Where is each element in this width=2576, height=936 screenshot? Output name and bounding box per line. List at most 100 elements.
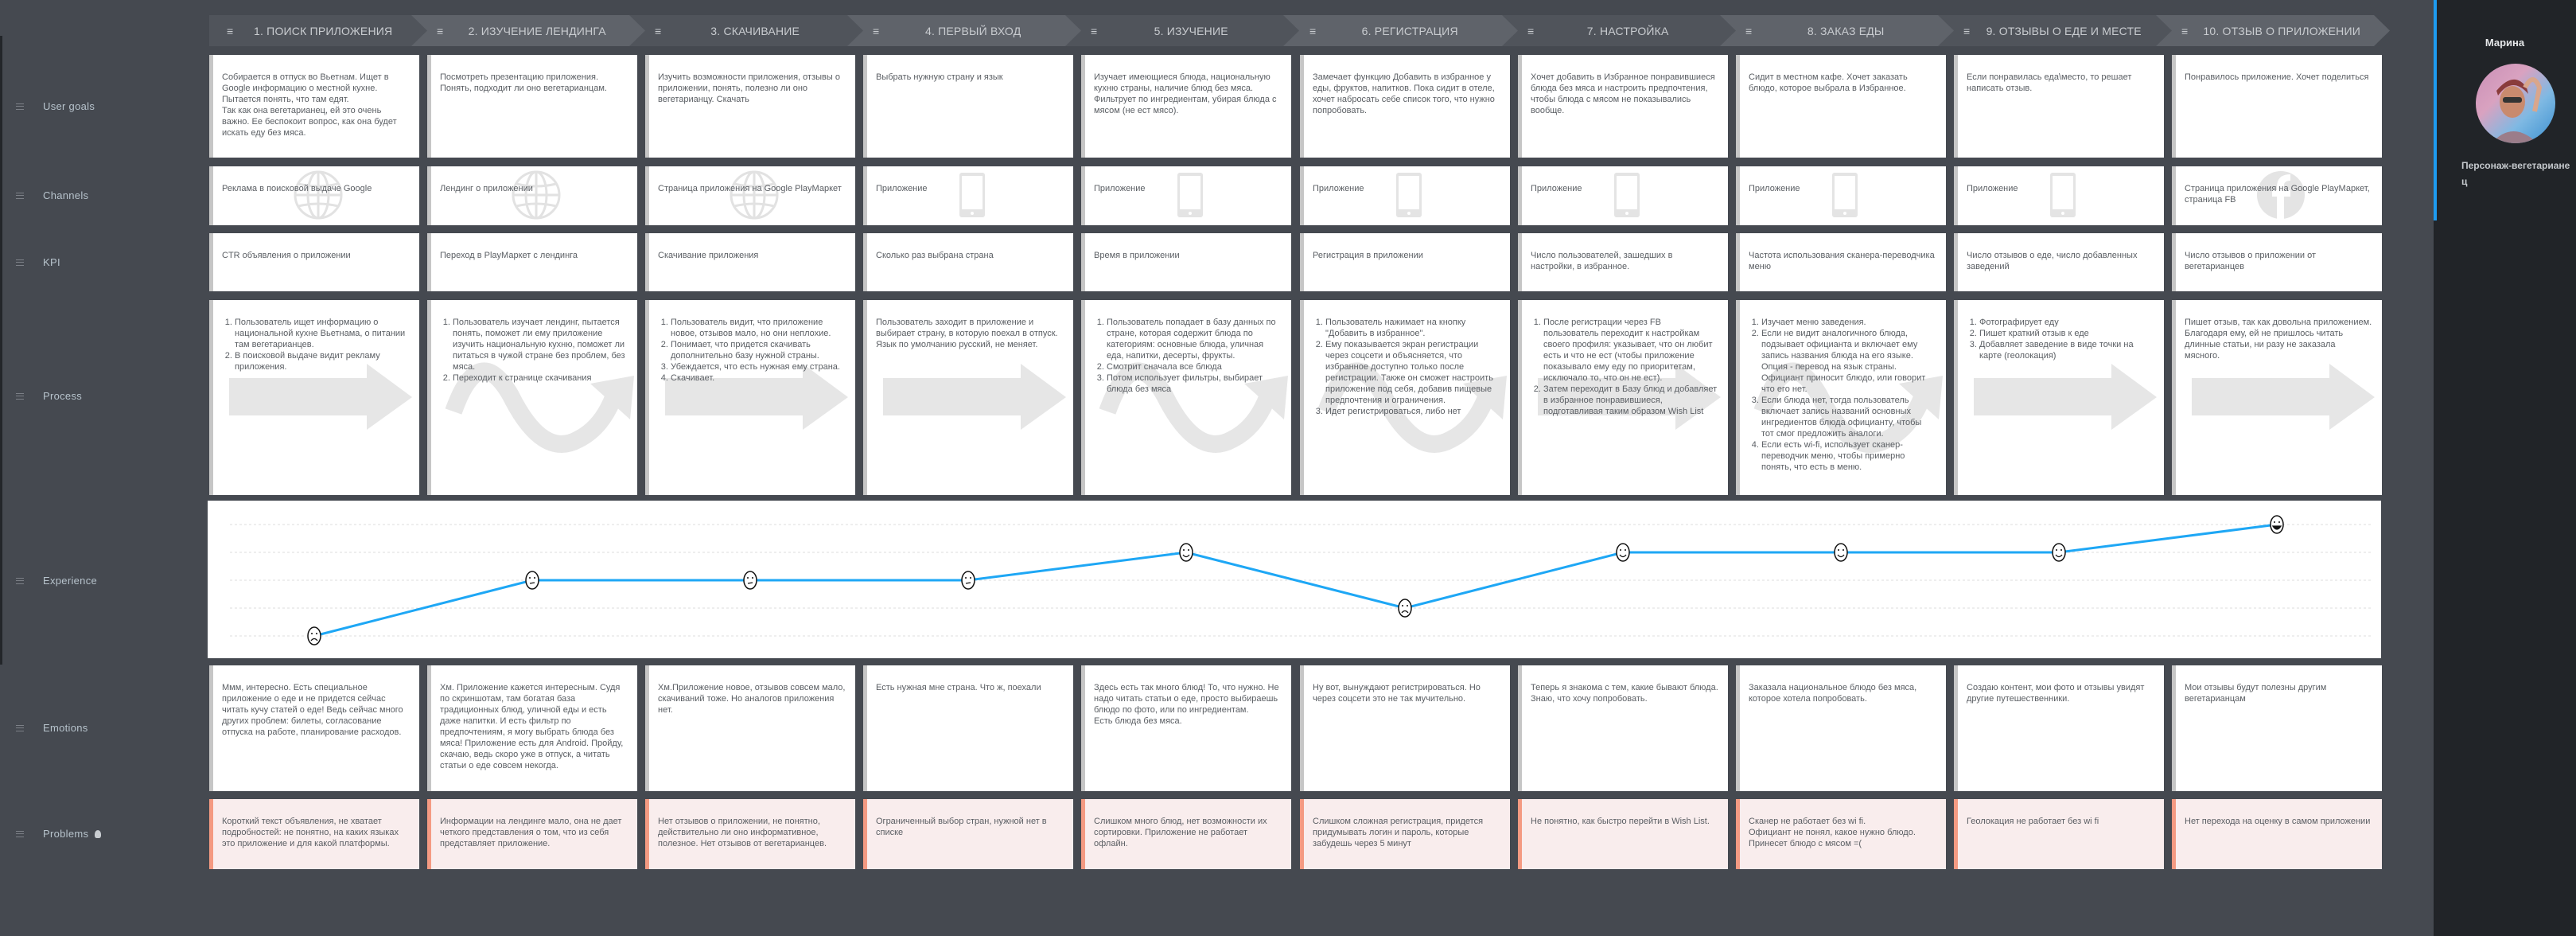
channel-card[interactable]: Приложение <box>1518 166 1728 225</box>
kpi-card[interactable]: Регистрация в приложении <box>1300 233 1510 291</box>
problem-card[interactable]: Сканер не работает без wi fi. Официант н… <box>1736 799 1946 869</box>
problem-card[interactable]: Слишком сложная регистрация, придется пр… <box>1300 799 1510 869</box>
goal-card[interactable]: Хочет добавить в Избранное понравившиеся… <box>1518 55 1728 158</box>
channel-card[interactable]: Приложение <box>1736 166 1946 225</box>
drag-handle-icon[interactable] <box>16 392 24 400</box>
drag-handle-icon[interactable] <box>16 577 24 584</box>
row-label-kpi[interactable]: KPI <box>16 256 60 268</box>
channel-card[interactable]: Приложение <box>863 166 1073 225</box>
stage-menu-icon[interactable]: ≡ <box>1309 24 1317 37</box>
kpi-card[interactable]: Время в приложении <box>1081 233 1291 291</box>
drag-handle-icon[interactable] <box>16 830 24 837</box>
goal-card[interactable]: Посмотреть презентацию приложения. Понят… <box>427 55 637 158</box>
emotion-card[interactable]: Создаю контент, мои фото и отзывы увидят… <box>1954 665 2164 791</box>
problem-card[interactable]: Геолокация не работает без wi fi <box>1954 799 2164 869</box>
channel-card[interactable]: Приложение <box>1081 166 1291 225</box>
drag-handle-icon[interactable] <box>16 192 24 199</box>
emotion-card[interactable]: Заказала национальное блюдо без мяса, ко… <box>1736 665 1946 791</box>
goal-card[interactable]: Если понравилась еда\место, то решает на… <box>1954 55 2164 158</box>
channel-card[interactable]: Приложение <box>1300 166 1510 225</box>
channel-card[interactable]: Приложение <box>1954 166 2164 225</box>
stage-menu-icon[interactable]: ≡ <box>1963 24 1971 37</box>
problem-card[interactable]: Не понятно, как быстро перейти в Wish Li… <box>1518 799 1728 869</box>
stage-menu-icon[interactable]: ≡ <box>227 24 234 37</box>
goal-card[interactable]: Изучить возможности приложения, отзывы о… <box>645 55 855 158</box>
emotion-card[interactable]: Ммм, интересно. Есть специальное приложе… <box>209 665 419 791</box>
process-card[interactable]: Пользователь заходит в приложение и выби… <box>863 300 1073 495</box>
stage-menu-icon[interactable]: ≡ <box>1745 24 1753 37</box>
stage-header-7[interactable]: ≡7. Настройка <box>1500 15 1736 46</box>
process-card[interactable]: После регистрации через FB пользователь … <box>1518 300 1728 495</box>
emotion-card[interactable]: Здесь есть так много блюд! То, что нужно… <box>1081 665 1291 791</box>
process-step: После регистрации через FB пользователь … <box>1543 317 1718 384</box>
kpi-card[interactable]: Частота использования сканера-переводчик… <box>1736 233 1946 291</box>
emotion-text: Заказала национальное блюдо без мяса, ко… <box>1749 683 1917 704</box>
process-card[interactable]: Пользователь нажимает на кнопку "Добавит… <box>1300 300 1510 495</box>
stage-header-9[interactable]: ≡9. Отзывы о еде и месте <box>1936 15 2172 46</box>
row-label-emotions[interactable]: Emotions <box>16 722 88 734</box>
kpi-card[interactable]: Переход в PlayМаркет с лендинга <box>427 233 637 291</box>
row-label-problems[interactable]: Problems <box>16 828 102 840</box>
kpi-card[interactable]: Сколько раз выбрана страна <box>863 233 1073 291</box>
stage-menu-icon[interactable]: ≡ <box>2181 24 2189 37</box>
kpi-card[interactable]: Число отзывов о еде, число добавленных з… <box>1954 233 2164 291</box>
channel-card[interactable]: Страница приложения на Google PlayМаркет <box>645 166 855 225</box>
process-step: Пишет краткий отзыв к еде <box>1979 328 2154 339</box>
stage-header-1[interactable]: ≡1. Поиск приложения <box>209 15 427 46</box>
drag-handle-icon[interactable] <box>16 724 24 731</box>
row-label-channels[interactable]: Channels <box>16 189 88 201</box>
process-card[interactable]: Пользователь видит, что приложение новое… <box>645 300 855 495</box>
problem-card[interactable]: Нет перехода на оценку в самом приложени… <box>2172 799 2382 869</box>
problem-card[interactable]: Слишком много блюд, нет возможности их с… <box>1081 799 1291 869</box>
process-card[interactable]: Фотографирует едуПишет краткий отзыв к е… <box>1954 300 2164 495</box>
stage-menu-icon[interactable]: ≡ <box>655 24 662 37</box>
persona-avatar[interactable] <box>2476 64 2555 143</box>
goal-card[interactable]: Сидит в местном кафе. Хочет заказать блю… <box>1736 55 1946 158</box>
row-label-user-goals[interactable]: User goals <box>16 100 95 112</box>
stage-header-3[interactable]: ≡3. Скачивание <box>628 15 863 46</box>
row-label-experience[interactable]: Experience <box>16 575 97 587</box>
stage-header-4[interactable]: ≡4. Первый вход <box>846 15 1081 46</box>
phone-icon <box>1614 173 1640 217</box>
stage-menu-icon[interactable]: ≡ <box>1091 24 1098 37</box>
process-card[interactable]: Изучает меню заведения.Если не видит ана… <box>1736 300 1946 495</box>
problem-card[interactable]: Информации на лендинге мало, она не дает… <box>427 799 637 869</box>
goal-card[interactable]: Понравилось приложение. Хочет поделиться <box>2172 55 2382 158</box>
kpi-card[interactable]: Скачивание приложения <box>645 233 855 291</box>
stage-header-2[interactable]: ≡2. Изучение лендинга <box>410 15 645 46</box>
goal-card[interactable]: Изучает имеющиеся блюда, национальную ку… <box>1081 55 1291 158</box>
emotion-card[interactable]: Есть нужная мне страна. Что ж, поехали <box>863 665 1073 791</box>
stage-menu-icon[interactable]: ≡ <box>1527 24 1535 37</box>
process-card[interactable]: Пишет отзыв, так как довольна приложение… <box>2172 300 2382 495</box>
stage-menu-icon[interactable]: ≡ <box>873 24 880 37</box>
drag-handle-icon[interactable] <box>16 103 24 110</box>
kpi-card[interactable]: Число пользователей, зашедших в настройк… <box>1518 233 1728 291</box>
emotion-card[interactable]: Мои отзывы будут полезны другим вегетари… <box>2172 665 2382 791</box>
row-label-process[interactable]: Process <box>16 390 82 402</box>
emotion-card[interactable]: Хм. Приложение кажется интересным. Судя … <box>427 665 637 791</box>
kpi-card[interactable]: CTR объявления о приложении <box>209 233 419 291</box>
problem-card[interactable]: Нет отзывов о приложении, не понятно, де… <box>645 799 855 869</box>
process-card[interactable]: Пользователь изучает лендинг, пытается п… <box>427 300 637 495</box>
drag-handle-icon[interactable] <box>16 259 24 266</box>
goal-card[interactable]: Замечает функцию Добавить в избранное у … <box>1300 55 1510 158</box>
emotion-card[interactable]: Теперь я знакома с тем, какие бывают блю… <box>1518 665 1728 791</box>
emotion-card[interactable]: Ну вот, вынуждают регистрироваться. Но ч… <box>1300 665 1510 791</box>
process-card[interactable]: Пользователь ищет информацию о националь… <box>209 300 419 495</box>
stage-menu-icon[interactable]: ≡ <box>437 24 444 37</box>
stage-header-5[interactable]: ≡5. Изучение <box>1064 15 1299 46</box>
channel-card[interactable]: Лендинг о приложении <box>427 166 637 225</box>
channel-card[interactable]: Реклама в поисковой выдаче Google <box>209 166 419 225</box>
stage-header-6[interactable]: ≡6. Регистрация <box>1282 15 1518 46</box>
problem-card[interactable]: Короткий текст объявления, не хватает по… <box>209 799 419 869</box>
kpi-card[interactable]: Число отзывов о приложении от вегетариан… <box>2172 233 2382 291</box>
goal-card[interactable]: Собирается в отпуск во Вьетнам. Ищет в G… <box>209 55 419 158</box>
channel-text: Страница приложения на Google PlayМаркет <box>658 184 842 193</box>
channel-card[interactable]: Страница приложения на Google PlayМаркет… <box>2172 166 2382 225</box>
emotion-card[interactable]: Хм.Приложение новое, отзывов совсем мало… <box>645 665 855 791</box>
stage-header-8[interactable]: ≡8. Заказ еды <box>1718 15 1954 46</box>
goal-card[interactable]: Выбрать нужную страну и язык <box>863 55 1073 158</box>
problem-card[interactable]: Ограниченный выбор стран, нужной нет в с… <box>863 799 1073 869</box>
process-card[interactable]: Пользователь попадает в базу данных по с… <box>1081 300 1291 495</box>
stage-header-10[interactable]: ≡10. Отзыв о приложении <box>2154 15 2390 46</box>
